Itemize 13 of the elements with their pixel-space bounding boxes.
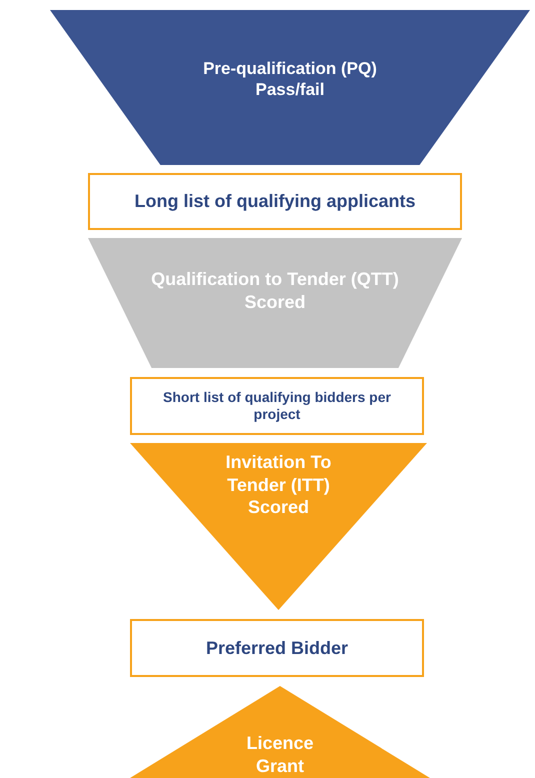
stage-label: Pass/fail [254,79,326,100]
stage-label: Invitation To Tender (ITT) [224,451,332,496]
stage-label: Short list of qualifying bidders per project [162,388,392,424]
result-box [88,173,462,230]
stage-label: Scored [243,290,307,313]
stage-label: Pre-qualification (PQ) [202,58,378,80]
stage-label: Long list of qualifying applicants [133,190,416,213]
stage-label: Licence Grant [245,732,315,777]
result-box [130,377,424,435]
stage-label: Qualification to Tender (QTT) [150,268,400,290]
stage-label: Preferred Bidder [204,636,350,660]
stage-label: Scored [246,496,310,518]
result-box [130,619,424,677]
